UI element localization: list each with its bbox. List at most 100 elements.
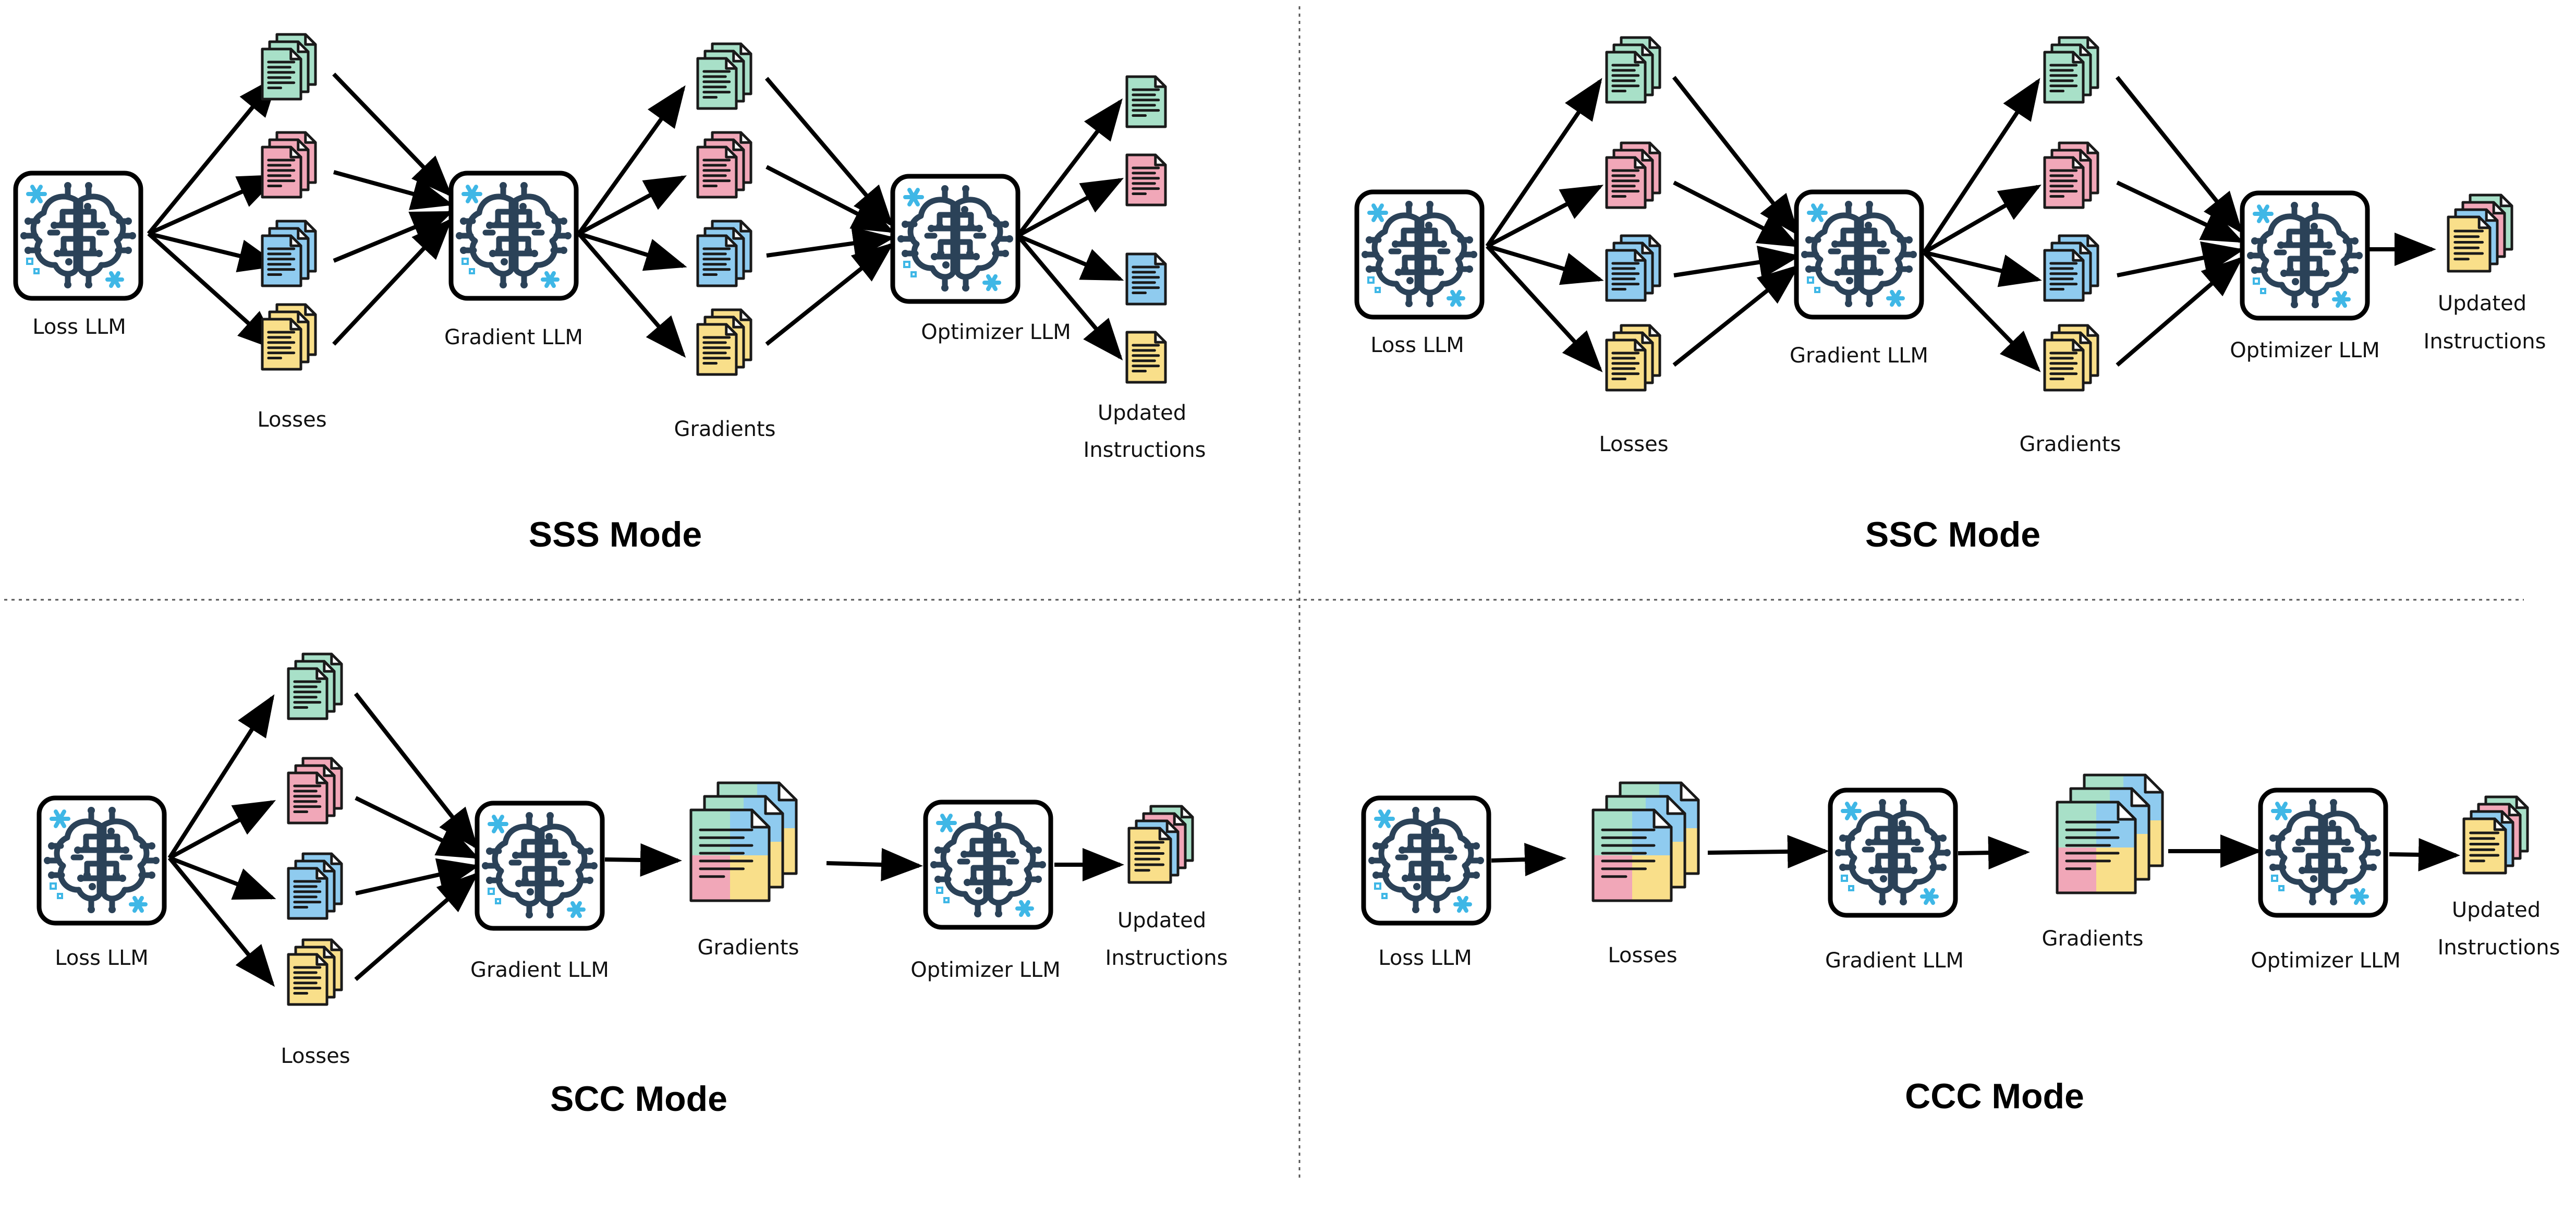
scc-losses-label: Losses — [281, 1044, 350, 1068]
scc-optimizer-llm-label: Optimizer LLM — [910, 958, 1061, 982]
sss-updated-label: Updated — [1098, 401, 1186, 425]
ssc-gradient-doc-stack — [2043, 36, 2099, 104]
sss-loss-doc-stack — [261, 33, 317, 101]
scc-loss-doc-stack — [287, 652, 343, 720]
panel-scc: Loss LLM Losses Gradient LLM Gradients O… — [37, 652, 1228, 1119]
ccc-updated-doc-stack — [2462, 795, 2529, 875]
ccc-updated-label: Updated — [2452, 898, 2541, 922]
sss-edge-to-optimizer-llm — [764, 77, 894, 227]
ssc-updated-label: Updated — [2438, 292, 2526, 316]
ssc-edge-to-optimizer-llm — [2117, 241, 2244, 277]
sss-edge-gradient — [577, 232, 686, 358]
edges-ccc — [1491, 834, 2460, 877]
brain-circuit-icon — [1362, 201, 1477, 307]
sss-updated-doc — [1125, 153, 1167, 207]
ssc-edge-to-optimizer-llm — [2115, 76, 2243, 234]
ssc-edge-loss — [1485, 78, 1602, 248]
ccc-gradient-llm-label: Gradient LLM — [1825, 949, 1964, 973]
sss-instructions-label: Instructions — [1084, 438, 1206, 462]
sss-edge-update — [1016, 98, 1123, 237]
brain-circuit-icon — [2247, 202, 2363, 308]
ssc-loss-llm-node — [1354, 189, 1485, 320]
sss-edge-loss — [147, 75, 280, 235]
sss-edge-to-gradient-llm — [332, 72, 453, 197]
scc-loss-llm-label: Loss LLM — [55, 946, 149, 970]
ssc-gradient-doc-stack — [2043, 141, 2099, 209]
ssc-loss-doc-stack — [1605, 36, 1661, 104]
sss-gradient-doc-stack — [696, 131, 752, 199]
brain-circuit-icon — [897, 185, 1013, 292]
brain-circuit-icon — [20, 182, 136, 288]
ssc-edge-loss — [1486, 245, 1603, 372]
scc-loss-llm-node — [37, 795, 167, 926]
scc-edge-to-optimizer-llm — [826, 847, 923, 881]
ccc-loss-llm-label: Loss LLM — [1378, 946, 1472, 970]
ssc-loss-doc-stack — [1605, 234, 1661, 302]
scc-edge-to-gradient-llm — [354, 872, 479, 982]
ssc-gradient-llm-node — [1794, 189, 1924, 320]
scc-gradient-llm-label: Gradient LLM — [470, 958, 609, 982]
edges-sss — [147, 72, 1124, 361]
ccc-edge-to-gradient-llm — [1707, 834, 1829, 868]
brain-circuit-icon — [930, 811, 1046, 917]
sss-loss-llm-label: Loss LLM — [32, 315, 126, 339]
ssc-instructions-label: Instructions — [2424, 330, 2546, 354]
ccc-loss-llm-node — [1361, 795, 1491, 926]
sss-edge-to-gradient-llm — [333, 170, 454, 210]
sss-edge-gradient — [577, 85, 686, 235]
sss-loss-doc-stack — [261, 303, 317, 371]
scc-updated-doc-stack — [1127, 805, 1194, 884]
sss-updated-doc — [1125, 331, 1167, 384]
ssc-updated-doc-stack — [2447, 193, 2513, 273]
ccc-mode-title: CCC Mode — [1905, 1076, 2084, 1116]
sss-optimizer-llm-node — [890, 174, 1020, 304]
ssc-loss-doc-stack — [1605, 141, 1661, 209]
ccc-edge-to-gradients — [1958, 836, 2030, 870]
sss-updated-doc — [1125, 75, 1167, 128]
sss-edge-update — [1016, 234, 1123, 361]
ssc-losses-label: Losses — [1599, 432, 1668, 456]
panel-ssc: Loss LLM Losses Gradient LLM Gradients O… — [1354, 36, 2546, 554]
ssc-loss-doc-stack — [1605, 324, 1661, 392]
ssc-edge-gradient — [1923, 251, 2041, 372]
ccc-losses-label: Losses — [1608, 943, 1677, 967]
brain-circuit-icon — [1368, 807, 1484, 913]
brain-circuit-icon — [1835, 799, 1951, 905]
ccc-gradient-llm-node — [1828, 788, 1958, 918]
sss-loss-llm-node — [13, 171, 143, 301]
ccc-optimizer-llm-label: Optimizer LLM — [2251, 949, 2401, 973]
brain-circuit-icon — [456, 182, 572, 288]
nodes-sss — [13, 33, 1167, 384]
scc-edge-to-gradients — [604, 843, 682, 877]
ssc-edge-gradient — [1922, 78, 2040, 254]
ccc-instructions-label: Instructions — [2438, 936, 2560, 960]
scc-edge-loss — [168, 800, 276, 860]
scc-gradients-combined-stack — [689, 781, 798, 902]
sss-edge-to-optimizer-llm — [766, 226, 895, 260]
ssc-edge-to-optimizer-llm — [2116, 256, 2244, 367]
scc-edge-to-gradient-llm — [355, 796, 480, 859]
ssc-edge-gradient — [1923, 184, 2042, 255]
brain-circuit-icon — [482, 812, 598, 918]
ssc-loss-llm-label: Loss LLM — [1370, 333, 1464, 357]
scc-edge-loss — [168, 856, 276, 900]
brain-circuit-icon — [1801, 201, 1917, 307]
scc-gradients-label: Gradients — [698, 936, 799, 960]
ssc-gradients-label: Gradients — [2020, 432, 2121, 456]
ccc-gradients-combined-stack — [2056, 773, 2164, 894]
scc-optimizer-llm-node — [923, 800, 1053, 930]
scc-edge-to-gradient-llm — [355, 858, 480, 895]
ccc-optimizer-llm-node — [2258, 788, 2388, 918]
sss-mode-title: SSS Mode — [529, 515, 702, 554]
edges-ssc — [1485, 76, 2436, 372]
edges-scc — [167, 692, 1124, 987]
sss-edge-gradient — [578, 175, 687, 236]
sss-gradients-label: Gradients — [674, 417, 776, 441]
scc-loss-doc-stack — [287, 852, 343, 920]
ccc-losses-combined-stack — [1591, 781, 1700, 902]
sss-optimizer-llm-label: Optimizer LLM — [921, 320, 1071, 344]
scc-edge-to-gradient-llm — [354, 692, 478, 850]
sss-edge-loss — [148, 232, 281, 272]
ccc-edge-update — [2389, 838, 2460, 871]
